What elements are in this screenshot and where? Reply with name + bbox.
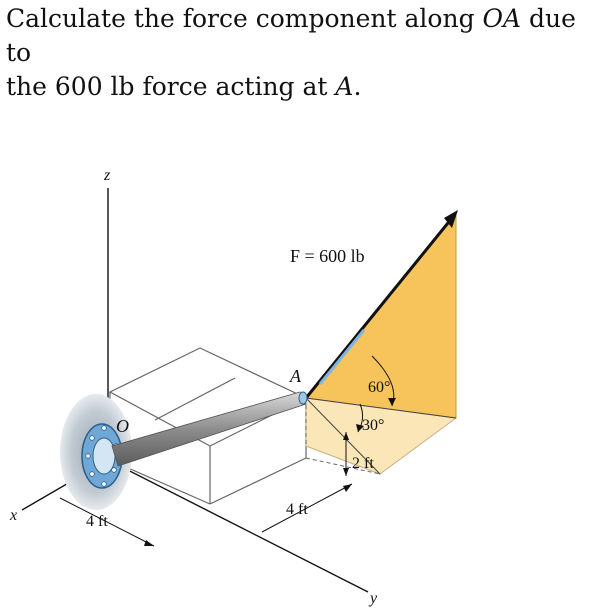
left-dim-arrow xyxy=(144,540,154,546)
rod-OA xyxy=(111,391,307,467)
point-O-label: O xyxy=(116,416,129,436)
variable-A: A xyxy=(335,72,354,101)
rod-end-A xyxy=(298,391,308,405)
problem-text: . xyxy=(353,72,362,101)
problem-text: the 600 lb force acting at xyxy=(6,72,336,101)
variable-OA: OA xyxy=(482,4,522,33)
projection-line-2 xyxy=(305,397,457,419)
height-dimension-label: 2 ft xyxy=(352,455,374,472)
ground-dashed-line xyxy=(305,457,381,475)
force-vector-highlight xyxy=(318,329,366,385)
problem-text: Calculate the force component along xyxy=(6,4,483,33)
front-dimension-line xyxy=(261,483,353,533)
problem-line-1: Calculate the force component along OA d… xyxy=(6,2,606,70)
angle-30-label: 30° xyxy=(362,417,384,434)
y-axis-label: y xyxy=(368,590,378,607)
point-A-label: A xyxy=(289,366,302,386)
problem-statement: Calculate the force component along OA d… xyxy=(6,2,606,104)
force-label: F = 600 lb xyxy=(290,246,365,266)
angle-arc-arrowhead xyxy=(388,398,396,406)
projection-line xyxy=(305,397,381,475)
z-axis-label: z xyxy=(103,167,111,184)
height-dim-arrow-top xyxy=(343,432,349,440)
left-dimension-label: 4 ft xyxy=(86,513,108,530)
y-axis xyxy=(107,459,369,593)
force-vector xyxy=(304,217,454,399)
front-dimension-label: 4 ft xyxy=(286,501,308,518)
problem-line-2: the 600 lb force acting at A. xyxy=(6,70,606,104)
angle-arc-30-arrowhead xyxy=(356,424,364,432)
left-dimension-line xyxy=(59,497,155,547)
height-dim-arrow-bottom xyxy=(343,468,349,476)
angle-60-label: 60° xyxy=(368,379,390,396)
front-dim-arrow xyxy=(343,484,352,492)
force-arrowhead xyxy=(444,210,458,228)
problem-text: due to xyxy=(6,4,576,67)
x-axis-label: x xyxy=(9,507,17,524)
